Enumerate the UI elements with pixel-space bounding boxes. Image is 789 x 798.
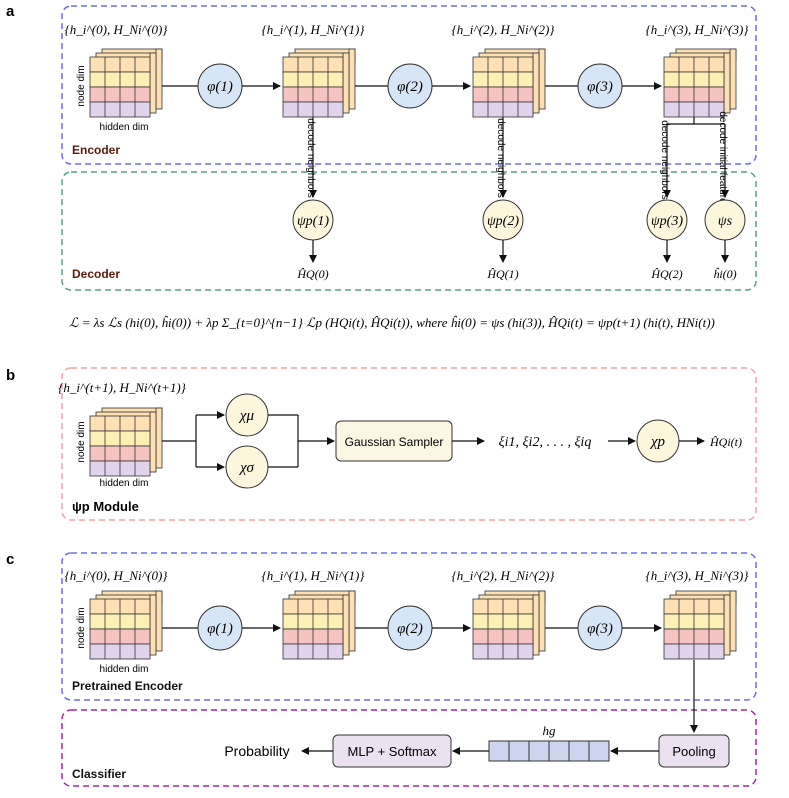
decoder-label: Decoder — [72, 267, 120, 281]
psi-module-label: ψp Module — [72, 499, 139, 514]
matrix-0 — [89, 48, 163, 118]
c-matrix-1 — [282, 590, 356, 660]
c-node-dim-label: node dim — [76, 607, 87, 648]
probability-label: Probability — [224, 743, 289, 759]
chi-sigma-label: χσ — [238, 460, 254, 476]
decode-initial-features: decode initial features — [717, 111, 728, 208]
b-state-label: {h_i^(t+1), H_Ni^(t+1)} — [58, 380, 187, 395]
c-state-label-0: {h_i^(0), H_Ni^(0)} — [65, 568, 169, 583]
psi-p-3-label: ψp(3) — [651, 214, 683, 229]
hidden-dim-label: hidden dim — [100, 122, 149, 133]
phi-3-label: φ(3) — [587, 79, 613, 95]
matrix-3 — [663, 48, 737, 118]
encoder-box — [61, 5, 757, 165]
chi-p-label: χp — [649, 434, 666, 450]
psi-s-label: ψs — [718, 214, 733, 229]
pretrained-encoder-label: Pretrained Encoder — [72, 679, 183, 693]
b-hidden-dim-label: hidden dim — [100, 478, 149, 489]
output-hq-1: ĤQ(1) — [486, 267, 518, 281]
psi-module-box — [61, 367, 757, 521]
c-hidden-dim-label: hidden dim — [100, 664, 149, 675]
encoder-label: Encoder — [72, 143, 120, 157]
panel-a-label: a — [6, 3, 15, 20]
state-label-1: {h_i^(1), H_Ni^(1)} — [262, 22, 366, 37]
xi-sequence: ξi1, ξi2, . . . , ξiq — [499, 435, 592, 450]
c-phi-1-label: φ(1) — [207, 621, 233, 637]
node-dim-label: node dim — [76, 65, 87, 106]
psi-p-2-label: ψp(2) — [487, 214, 519, 229]
decode-neighbors-1: decode neighbors — [305, 118, 316, 198]
panel-b-label: b — [6, 367, 15, 384]
phi-1-label: φ(1) — [207, 79, 233, 95]
output-hq-0: ĤQ(0) — [296, 267, 328, 281]
pooling-label: Pooling — [672, 744, 715, 759]
hg-label: hg — [543, 723, 557, 738]
panel-c-label: c — [6, 551, 14, 568]
b-node-dim-label: node dim — [76, 421, 87, 462]
c-matrix-3 — [663, 590, 737, 660]
mlp-softmax-label: MLP + Softmax — [348, 744, 437, 759]
b-matrix — [89, 407, 163, 477]
gaussian-sampler-label: Gaussian Sampler — [345, 435, 444, 449]
matrix-1 — [282, 48, 356, 118]
classifier-box — [61, 709, 757, 787]
c-phi-3-label: φ(3) — [587, 621, 613, 637]
b-output: ĤQi(t) — [709, 435, 742, 449]
loss-formula: ℒ = λs ℒs (hi(0), ĥi(0)) + λp Σ_{t=0}^{n… — [69, 315, 715, 330]
c-state-label-1: {h_i^(1), H_Ni^(1)} — [262, 568, 366, 583]
decode-neighbors-3: decode neighbors — [659, 120, 670, 200]
classifier-label: Classifier — [72, 767, 126, 781]
chi-mu-label: χμ — [238, 408, 255, 424]
decode-neighbors-2: decode neighbors — [495, 118, 506, 198]
c-matrix-0 — [89, 590, 163, 660]
phi-2-label: φ(2) — [397, 79, 423, 95]
matrix-2 — [472, 48, 546, 118]
c-state-label-3: {h_i^(3), H_Ni^(3)} — [646, 568, 750, 583]
c-matrix-2 — [472, 590, 546, 660]
pretrained-encoder-box — [61, 552, 757, 701]
state-label-0: {h_i^(0), H_Ni^(0)} — [65, 22, 169, 37]
state-label-3: {h_i^(3), H_Ni^(3)} — [646, 22, 750, 37]
psi-p-1-label: ψp(1) — [297, 214, 329, 229]
output-hq-2: ĤQ(2) — [650, 267, 682, 281]
c-phi-2-label: φ(2) — [397, 621, 423, 637]
decoder-box — [61, 171, 757, 291]
c-state-label-2: {h_i^(2), H_Ni^(2)} — [452, 568, 556, 583]
output-h-0: ĥi(0) — [713, 267, 736, 281]
state-label-2: {h_i^(2), H_Ni^(2)} — [452, 22, 556, 37]
hg-vector — [488, 740, 610, 762]
